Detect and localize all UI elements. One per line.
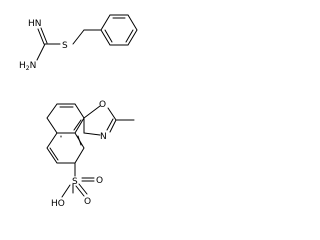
sulfur-label-1: S [62,41,68,51]
bond-s-o-bottom-b [78,183,88,195]
ring-nitrogen-label: N [100,132,107,142]
bond-c-nh2 [36,43,46,61]
sulfur-label-2: S [72,177,78,187]
bond-s-ch2 [72,29,85,45]
upper-ring-double-2 [73,119,82,131]
naphthoxazole-sulfonic-acid-structure: O N S O O HO [46,100,135,209]
chemical-structures-figure: HN H2N S O N S O O HO [19,14,138,209]
amine-label: H2N [19,61,36,72]
oxo-top-label: O [84,197,91,207]
bond-c-n-double-a [40,27,48,44]
hydroxyl-label: HO [51,199,65,209]
bond-s-oh [61,184,71,198]
benzylisothiourea-structure: HN H2N S [19,14,138,72]
bond-s-o-bottom-a [75,185,85,197]
bond-c2-n-double-a [109,119,117,133]
phenyl-ring [100,14,138,46]
bond-c-o-ring [83,105,101,119]
ring-oxygen-label: O [99,100,106,110]
phenyl-double-2 [125,29,134,43]
oxo-right-label: O [96,176,103,186]
imine-label: HN [28,19,42,29]
phenyl-double-3 [104,29,113,43]
bond-c-n-double-b [37,28,45,45]
bond-o-c2 [107,107,117,121]
lower-ring-double-1 [49,147,59,161]
lower-ring-double-2 [77,135,82,146]
naphthalene-ring-upper [46,103,85,134]
bond-n-c-ring [83,132,101,136]
bond-c2-n-double-b [106,118,114,131]
